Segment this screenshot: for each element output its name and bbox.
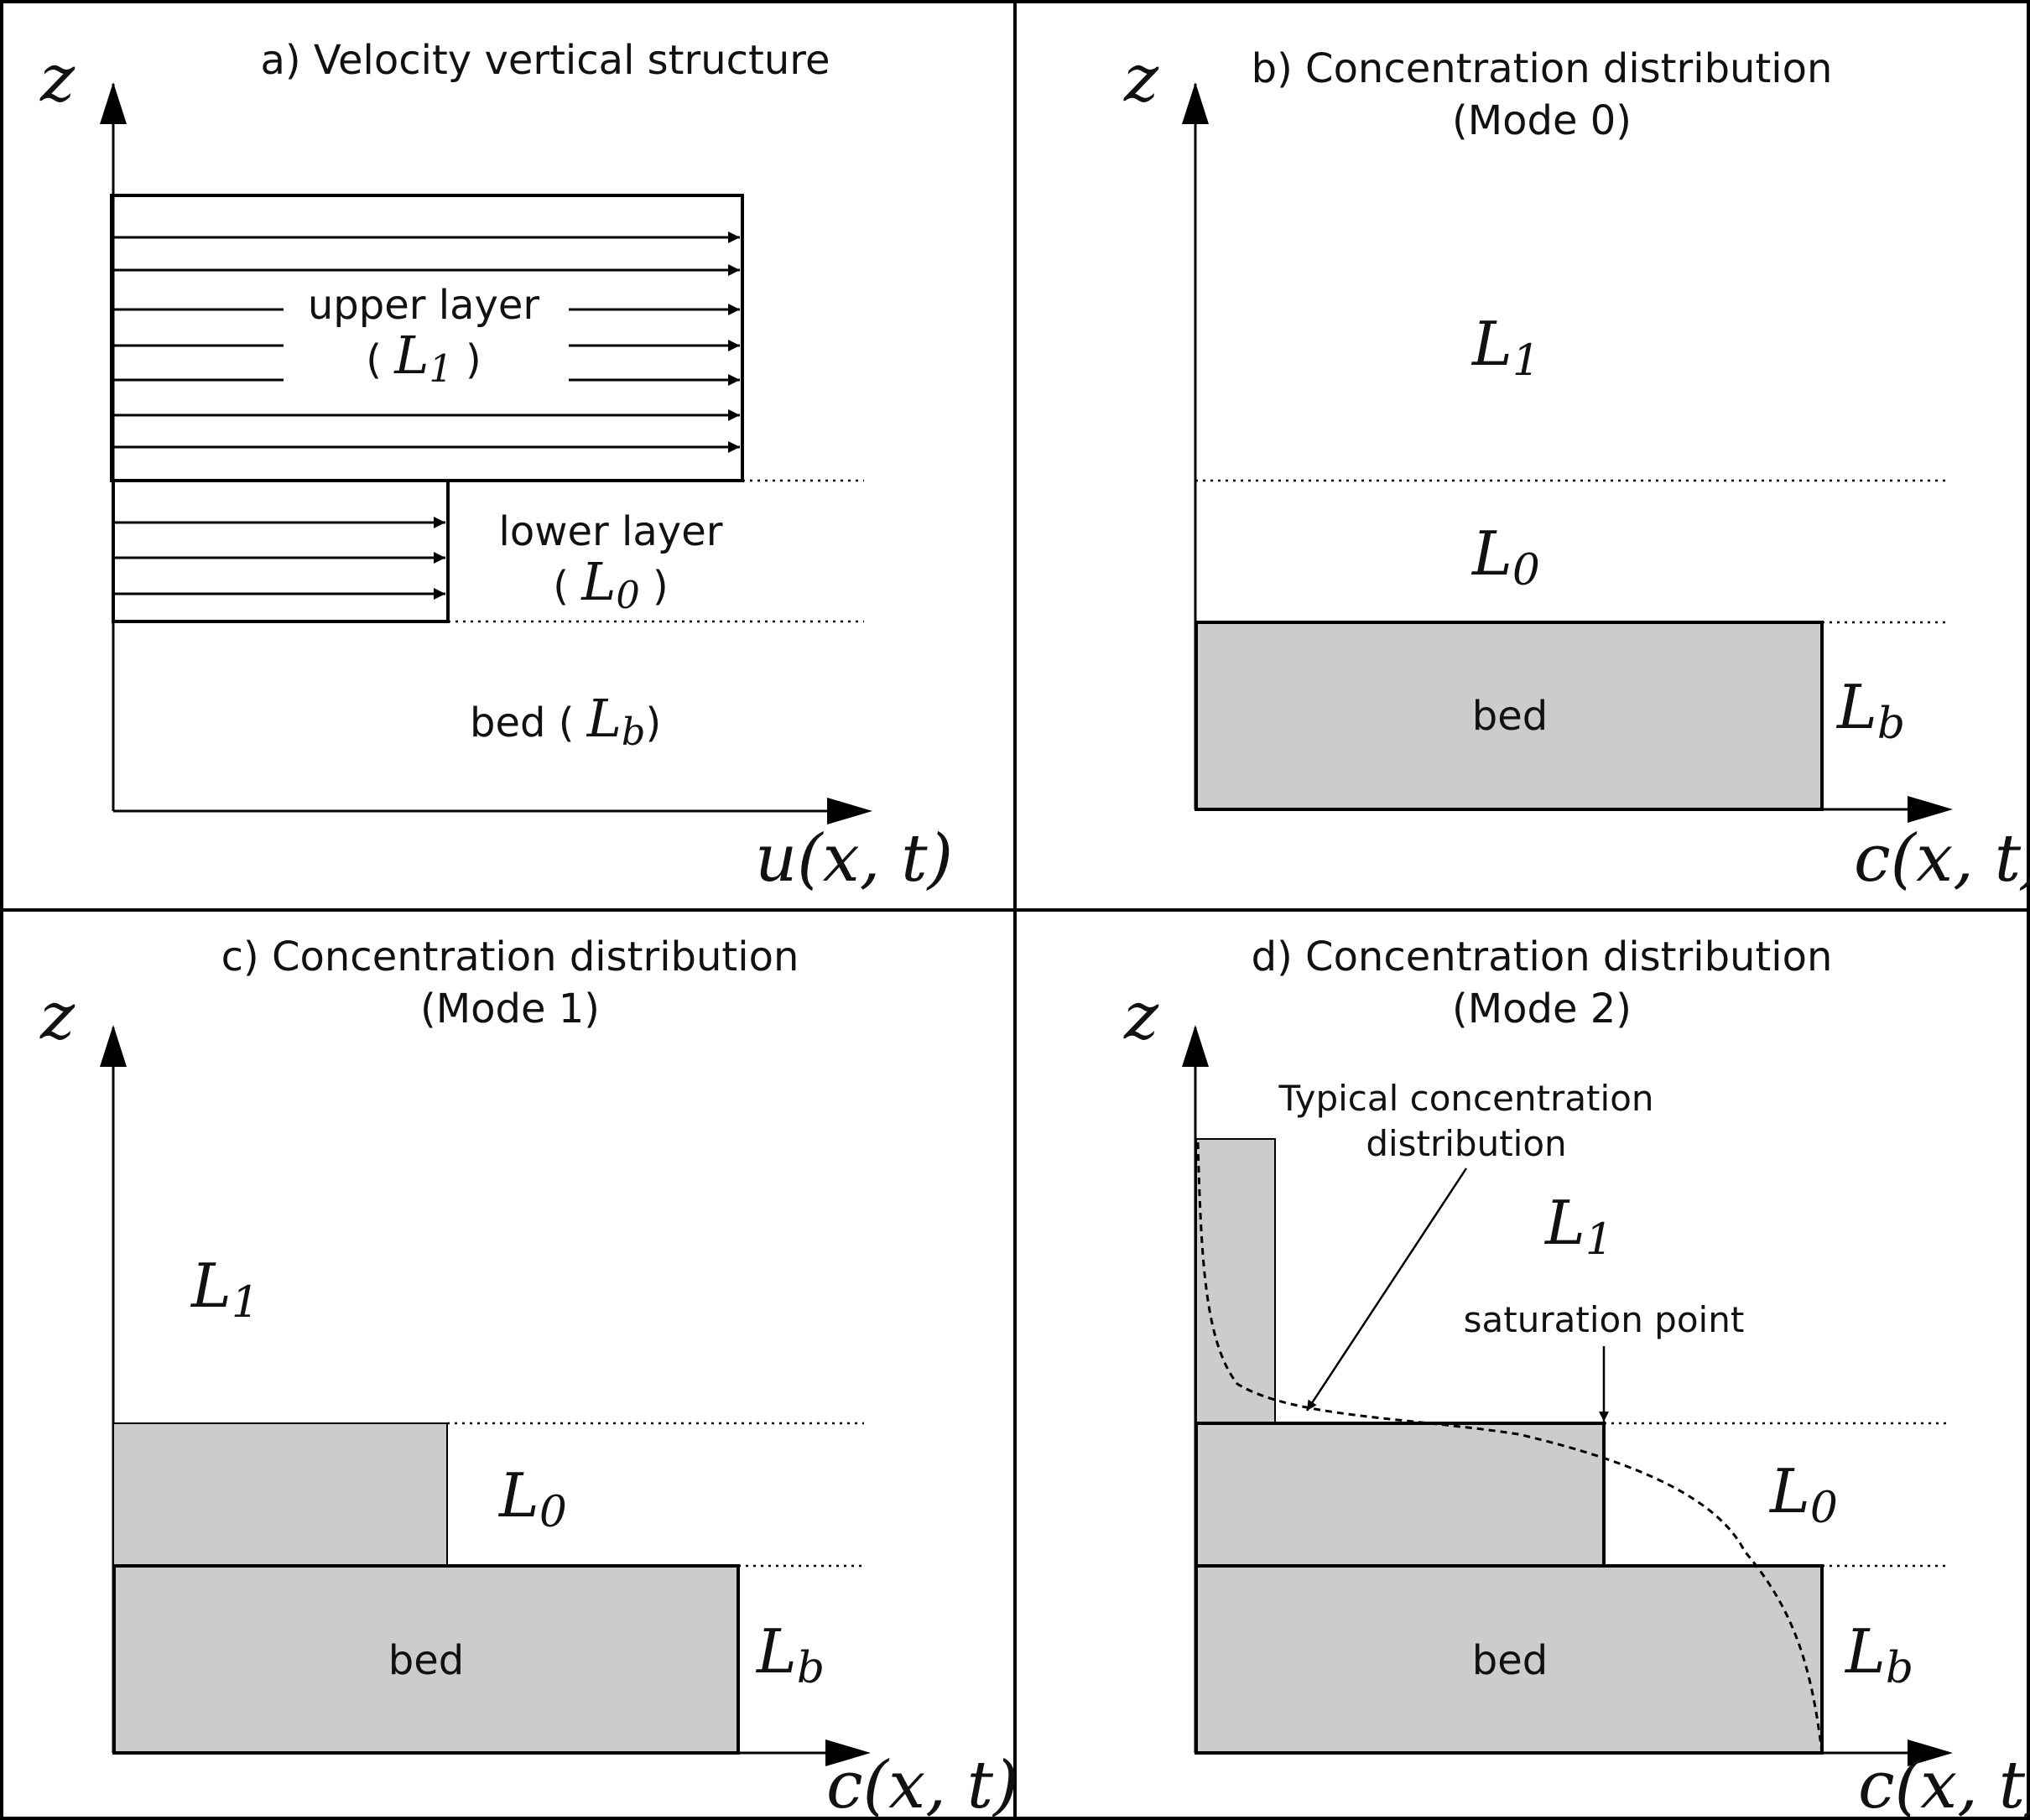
panel-b-subtitle: (Mode 0) — [1452, 97, 1632, 144]
panel-c-x-label: c(x, t) — [826, 1748, 1018, 1820]
panel-a-x-label: u(x, t) — [755, 821, 953, 897]
panel-b-x-arrowhead — [1908, 796, 1953, 823]
panel-d-z-arrowhead — [1182, 1025, 1209, 1067]
panel-d-z-label: z — [1123, 979, 1159, 1054]
panel-a-lower-layer-label: lower layer — [499, 508, 723, 555]
panel-a-title: a) Velocity vertical structure — [260, 37, 830, 84]
panel-c-lb-label: Lb — [755, 1616, 825, 1693]
panel-a-lower-layer-box — [112, 479, 450, 623]
panel-d: d) Concentration distribution (Mode 2) z… — [1123, 933, 2030, 1820]
panel-d-l1-label: L1 — [1543, 1188, 1613, 1265]
panel-d-title: d) Concentration distribution — [1252, 933, 1833, 980]
panel-a-lower-layer-symbol: ( L0 ) — [553, 551, 669, 617]
typical-distribution-pointer — [1305, 1167, 1468, 1412]
panel-d-lb-label: Lb — [1844, 1616, 1913, 1693]
panel-c-z-label: z — [39, 979, 75, 1054]
panel-a-x-arrowhead — [827, 798, 872, 824]
panel-b-bed-label: bed — [1472, 693, 1548, 740]
panel-a-upper-layer-label: upper layer — [308, 282, 540, 329]
saturation-point-label: saturation point — [1464, 1299, 1745, 1340]
panel-b-l1-label: L1 — [1470, 309, 1540, 386]
panel-c-bed-label: bed — [388, 1637, 464, 1684]
panel-c-z-arrowhead — [100, 1025, 127, 1067]
panel-b-z-label: z — [1123, 41, 1159, 117]
panel-c-l0-label: L0 — [497, 1460, 567, 1537]
panel-d-x-arrowhead — [1908, 1739, 1953, 1766]
panel-a-bed-label: bed ( Lb) — [470, 688, 661, 754]
panel-d-l0-label: L0 — [1768, 1456, 1838, 1533]
panel-a-z-label: z — [39, 41, 75, 117]
panel-d-subtitle: (Mode 2) — [1452, 985, 1632, 1032]
panel-d-upper-layer-block — [1195, 1138, 1276, 1423]
panel-c-l1-label: L1 — [190, 1251, 259, 1328]
panel-d-bed-label: bed — [1472, 1637, 1548, 1684]
panel-b-x-label: c(x, t) — [1854, 821, 2030, 897]
panel-a-upper-layer-symbol: ( L1 ) — [366, 325, 481, 391]
panel-d-x-label: c(x, t) — [1858, 1748, 2030, 1820]
panel-b: b) Concentration distribution (Mode 0) z… — [1123, 41, 2030, 897]
panel-d-bed-block — [1195, 1564, 1824, 1755]
panel-c: c) Concentration distribution (Mode 1) z… — [39, 933, 1018, 1820]
panel-c-lower-layer-block — [112, 1422, 448, 1567]
panel-a-z-arrowhead — [100, 82, 127, 124]
panel-c-title: c) Concentration distribution — [221, 933, 799, 980]
panel-c-subtitle: (Mode 1) — [420, 985, 600, 1032]
typical-concentration-curve — [1196, 1141, 1824, 1754]
typical-distribution-label: Typical concentration — [1278, 1078, 1653, 1119]
panel-c-bed-block — [112, 1564, 740, 1755]
panel-a: a) Velocity vertical structure z u(x, t)… — [39, 37, 953, 897]
panel-b-lb-label: Lb — [1835, 672, 1905, 749]
panel-b-bed-block — [1195, 621, 1824, 811]
panel-d-lower-layer-block — [1195, 1422, 1606, 1568]
panel-b-title: b) Concentration distribution — [1252, 45, 1833, 92]
panel-b-l0-label: L0 — [1470, 518, 1540, 595]
panel-b-z-arrowhead — [1182, 82, 1209, 124]
panel-c-x-arrowhead — [825, 1739, 871, 1766]
typical-distribution-label-line2: distribution — [1366, 1123, 1566, 1164]
